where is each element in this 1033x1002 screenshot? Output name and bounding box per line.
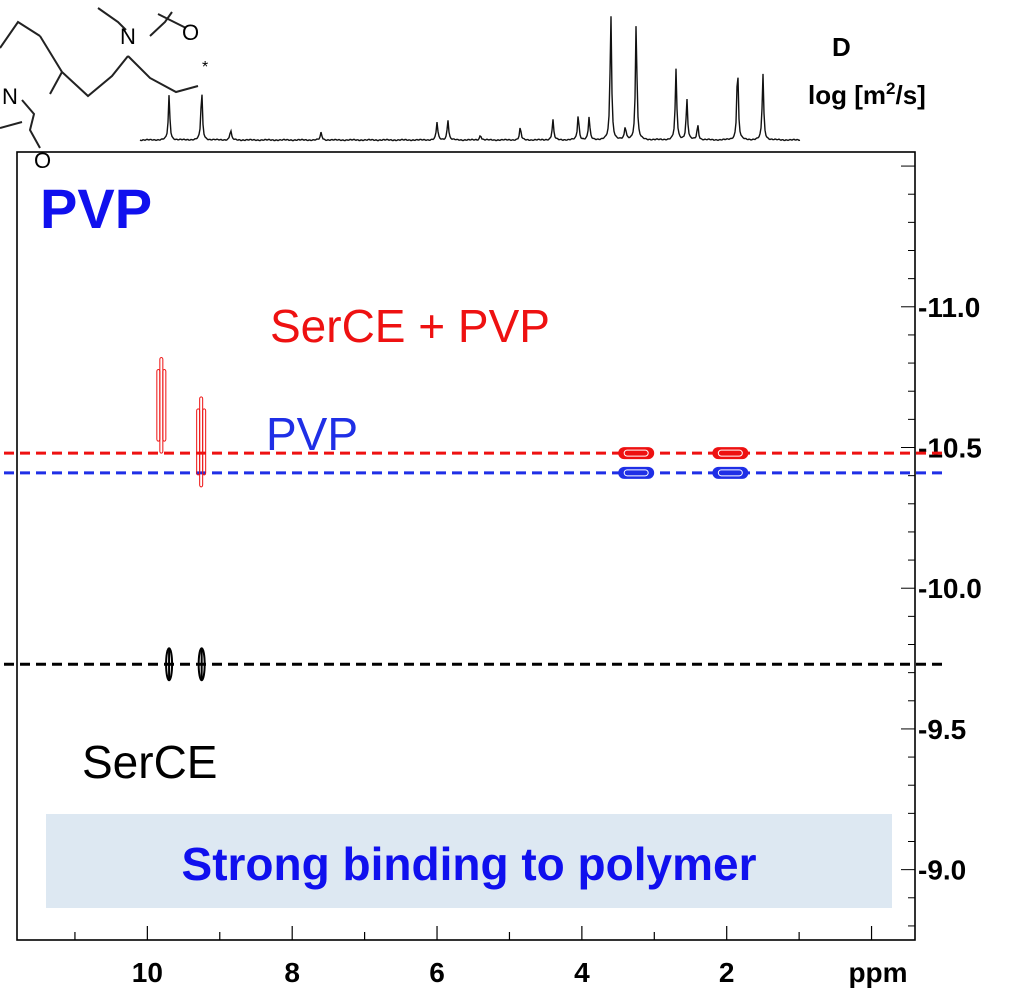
sample-title: PVP (40, 177, 152, 240)
serce-pvp-label: SerCE + PVP (270, 300, 550, 352)
y-tick-label: -9.0 (918, 855, 966, 886)
peak-contour (162, 368, 167, 442)
o-atom-upper: O (182, 20, 199, 45)
elongated-peak (156, 356, 167, 454)
x-tick-label: 10 (132, 957, 163, 988)
conclusion-text: Strong binding to polymer (182, 838, 757, 890)
serce-label: SerCE (82, 736, 217, 788)
axis-ticks (74, 165, 915, 940)
conclusion-banner (46, 814, 892, 908)
x-tick-labels: 10 8 6 4 2 (132, 957, 735, 988)
y-tick-label: -10.0 (918, 573, 982, 604)
peak-contour (717, 449, 743, 457)
peak-contour (623, 449, 649, 457)
o-atom-lower: O (34, 148, 51, 173)
plot-frame (16, 151, 916, 941)
peak-contour (202, 408, 207, 476)
x-tick-label: 8 (284, 957, 300, 988)
d-axis-unit: log [m2/s] (808, 79, 926, 110)
pvp-label: PVP (266, 408, 358, 460)
y-tick-labels: -11.0 -10.5 -10.0 -9.5 -9.0 (918, 292, 982, 886)
peak-contour (717, 469, 743, 477)
peak (712, 447, 749, 460)
d-axis-label: D (832, 32, 851, 62)
peak (712, 466, 749, 479)
pvp-structure-drawing (0, 7, 199, 149)
proton-projection-spectrum (139, 16, 801, 142)
y-tick-label: -11.0 (918, 292, 980, 323)
n-atom-upper: N (120, 24, 136, 49)
x-axis-label: ppm (848, 957, 907, 988)
dosy-peaks (156, 356, 749, 682)
diffusion-reference-lines (4, 451, 944, 666)
x-tick-label: 6 (429, 957, 445, 988)
n-atom-lower: N (2, 84, 18, 109)
y-tick-label: -10.5 (918, 433, 982, 464)
elongated-peak (196, 396, 207, 488)
y-tick-label: -9.5 (918, 714, 966, 745)
peak (618, 466, 655, 479)
peak (618, 447, 655, 460)
peak-contour (623, 469, 649, 477)
chain-end-asterisk: * (202, 59, 208, 76)
x-tick-label: 4 (574, 957, 590, 988)
x-tick-label: 2 (719, 957, 735, 988)
